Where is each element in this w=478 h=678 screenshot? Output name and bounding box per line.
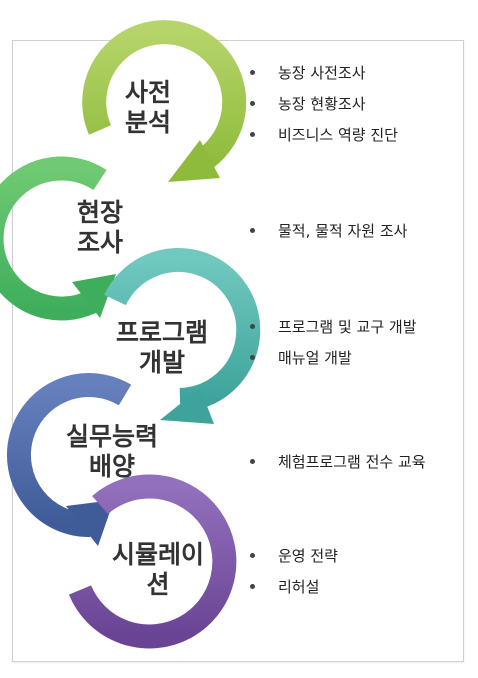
stage-5-arrow	[68, 474, 237, 649]
stage-3-items: 프로그램 및 교구 개발 매뉴얼 개발	[250, 317, 417, 379]
list-item: 농장 사전조사	[250, 63, 398, 94]
stage-4-arrow	[6, 373, 132, 546]
bullet-icon	[250, 553, 255, 558]
bullet-icon	[250, 324, 255, 329]
stage-2-arrow	[0, 156, 116, 321]
bullet-icon	[250, 132, 255, 137]
stage-3-arrow	[104, 248, 261, 424]
stage-5-items: 운영 전략 리허설	[250, 546, 338, 608]
bullet-icon	[250, 459, 255, 464]
bullet-icon	[250, 101, 255, 106]
bullet-icon	[250, 70, 255, 75]
stage-1-items: 농장 사전조사 농장 현황조사 비즈니스 역량 진단	[250, 63, 398, 156]
bullet-icon	[250, 584, 255, 589]
stage-2-items: 물적, 물적 자원 조사	[250, 221, 407, 252]
list-item: 매뉴얼 개발	[250, 348, 417, 379]
list-item: 프로그램 및 교구 개발	[250, 317, 417, 348]
list-item: 체험프로그램 전수 교육	[250, 452, 426, 483]
list-item: 물적, 물적 자원 조사	[250, 221, 407, 252]
list-item: 운영 전략	[250, 546, 338, 577]
list-item: 농장 현황조사	[250, 94, 398, 125]
list-item: 리허설	[250, 577, 338, 608]
bullet-icon	[250, 228, 255, 233]
stage-1-arrow	[82, 20, 247, 182]
list-item: 비즈니스 역량 진단	[250, 125, 398, 156]
stage-4-items: 체험프로그램 전수 교육	[250, 452, 426, 483]
bullet-icon	[250, 355, 255, 360]
